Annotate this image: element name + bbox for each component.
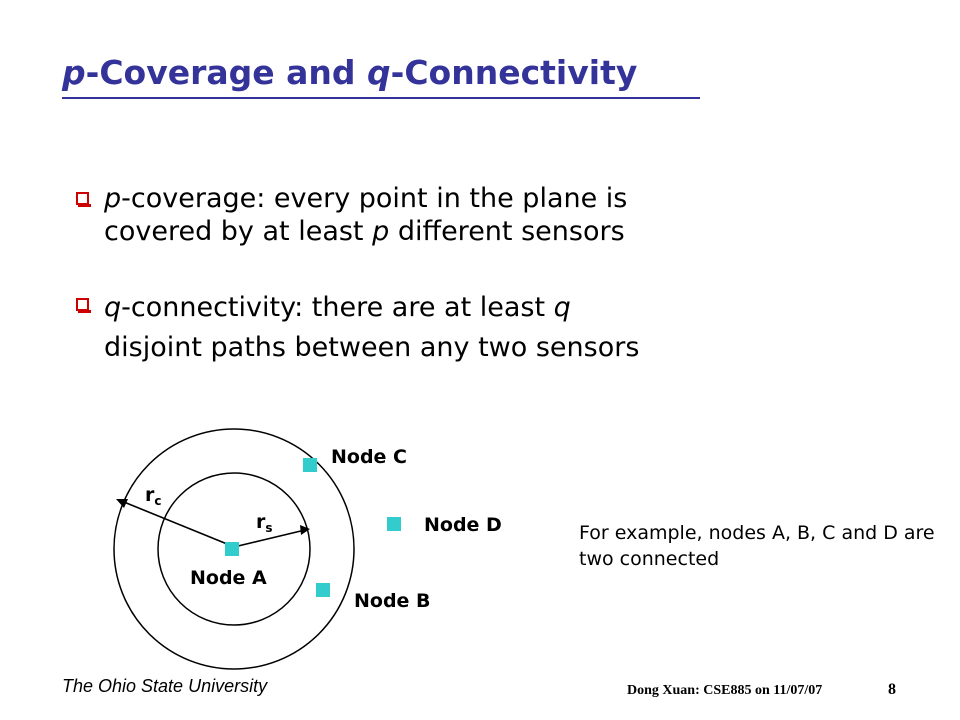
node-a-marker [225, 542, 239, 556]
node-b-marker [316, 583, 330, 597]
node-b-label: Node B [354, 590, 431, 612]
rs-sub: s [265, 521, 272, 535]
node-c-marker [303, 458, 317, 472]
bullet1-line1: -coverage: every point in the plane is [121, 183, 628, 214]
rs-radius-line [237, 529, 306, 547]
page-number: 8 [888, 681, 896, 698]
bullet2-var: q [104, 292, 122, 323]
title-part1: -Coverage and [85, 53, 368, 92]
node-d-label: Node D [424, 514, 502, 536]
bullet-box-icon [76, 192, 91, 207]
bullet-text-1: p-coverage: every point in the plane is … [104, 182, 854, 248]
node-a-label: Node A [190, 567, 267, 589]
footer-university: The Ohio State University [62, 676, 268, 696]
bullet1-line2-post: different sensors [389, 216, 625, 247]
title-var-p: p [62, 53, 86, 92]
node-c-label: Node C [331, 446, 407, 468]
rs-arrowhead [300, 525, 310, 535]
bullet2-line2: disjoint paths between any two sensors [104, 332, 640, 363]
rc-sub: c [154, 494, 161, 508]
title-var-q: q [367, 53, 391, 92]
rs-main: r [256, 511, 266, 533]
example-note: For example, nodes A, B, C and D are two… [579, 522, 935, 570]
footer-author: Dong Xuan: CSE885 on 11/07/07 [627, 683, 823, 698]
rc-radius-line [118, 499, 233, 547]
bullet1-line2-var: p [372, 216, 390, 247]
bullet1-var: p [104, 183, 122, 214]
bullet2-line1-var: q [553, 292, 571, 323]
rc-main: r [145, 484, 155, 506]
node-d-marker [387, 517, 401, 531]
bullet-box-icon [76, 298, 91, 313]
bullet-p-coverage: p-coverage: every point in the plane is … [74, 182, 854, 248]
title-underline [62, 97, 700, 99]
bullet2-line1: -connectivity: there are at least [121, 292, 554, 323]
bullet1-line2-pre: covered by at least [104, 216, 373, 247]
bullet-q-connectivity: q-connectivity: there are at least q dis… [74, 288, 854, 368]
slide-title: p-Coverage and q-Connectivity [62, 50, 702, 96]
bullet-text-2: q-connectivity: there are at least q dis… [104, 288, 854, 368]
rs-label: rs [256, 511, 273, 535]
title-part2: -Connectivity [390, 53, 638, 92]
rc-arrowhead [116, 499, 128, 508]
rc-label: rc [145, 484, 162, 508]
